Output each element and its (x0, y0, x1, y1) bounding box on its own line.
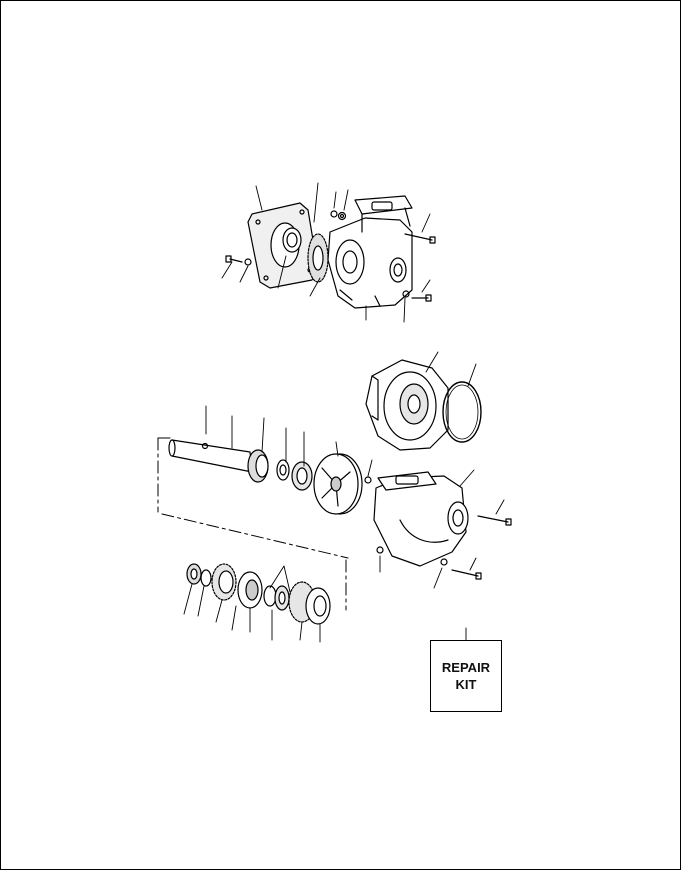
impeller (313, 453, 363, 515)
gasket-plate (247, 202, 319, 289)
cover-leaders (425, 351, 477, 387)
shaft-washer (276, 459, 290, 481)
bearing-leaders (183, 565, 321, 643)
bearing-stack (186, 563, 331, 625)
upper-leaders (221, 182, 431, 323)
middle-leaders (205, 405, 373, 477)
o-ring (442, 381, 482, 443)
shaft (168, 439, 253, 473)
seal-ring (282, 227, 302, 253)
repair-kit-label-line2: KIT (455, 677, 477, 692)
lower-housing-leaders (379, 469, 505, 589)
upper-fasteners (225, 210, 436, 302)
drive-gear (307, 233, 329, 283)
pump-housing-upper (327, 195, 413, 309)
shaft-bearing (247, 449, 269, 483)
repair-kit-label-line1: REPAIR (441, 660, 491, 675)
bracket-lines (157, 437, 349, 611)
pump-housing-lower (364, 471, 512, 580)
pump-cover (365, 359, 449, 451)
repair-kit-box: REPAIR KIT (430, 640, 502, 712)
shaft-seal (291, 461, 313, 491)
